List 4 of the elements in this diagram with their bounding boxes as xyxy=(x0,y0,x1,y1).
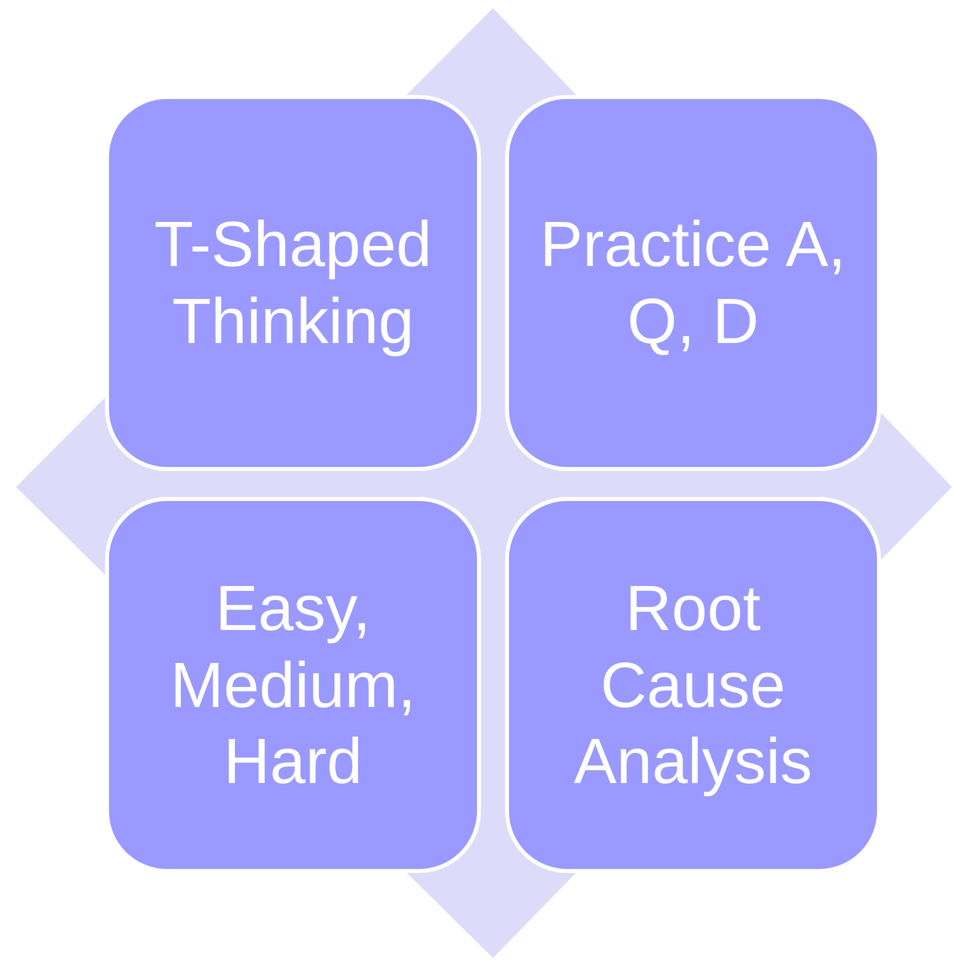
box-label: Root Cause Analysis xyxy=(572,570,814,800)
box-label: Easy, Medium, Hard xyxy=(169,570,417,800)
box-label: T-Shaped Thinking xyxy=(153,207,433,359)
box-label: Practice A, Q, D xyxy=(539,207,847,359)
